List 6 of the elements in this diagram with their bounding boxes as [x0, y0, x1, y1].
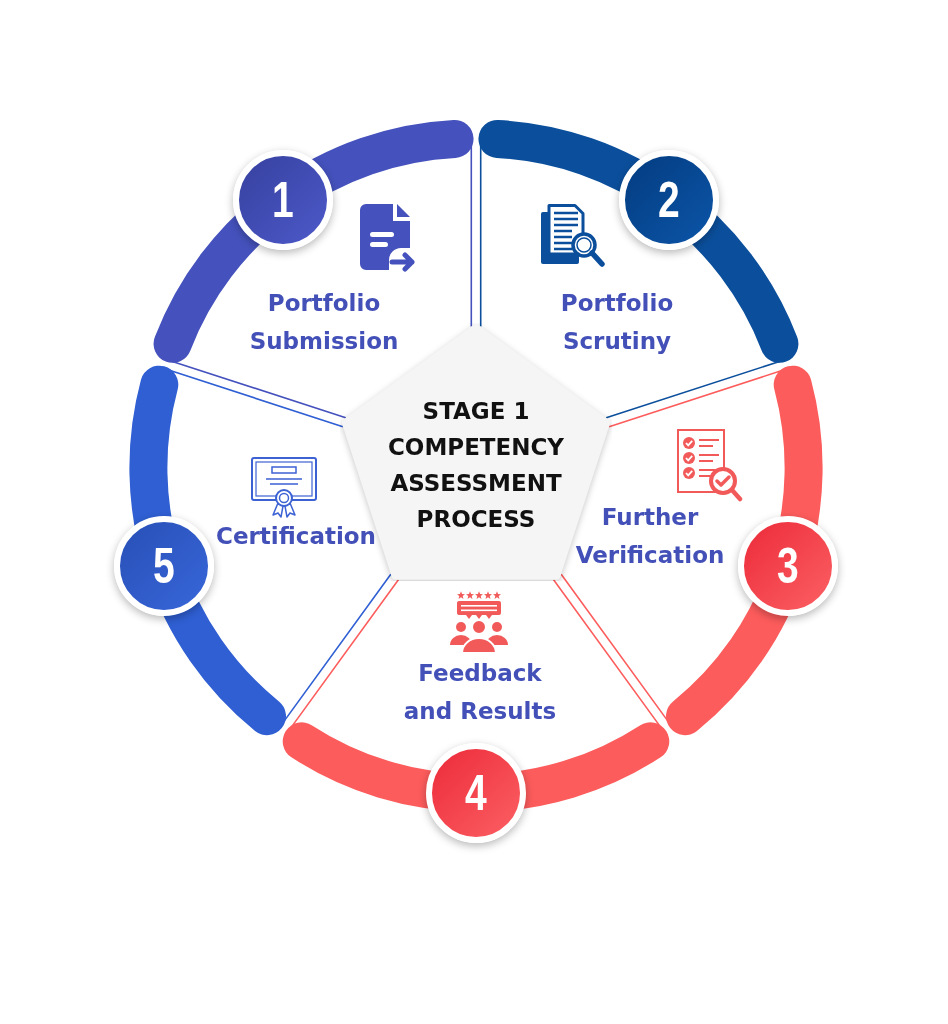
step-label: Portfolio Submission — [248, 289, 400, 356]
step-label: Feedback and Results — [402, 659, 558, 726]
step-label: Certification — [215, 522, 377, 551]
step-label: Portfolio Scrutiny — [559, 289, 675, 356]
step-label: Further Verification — [574, 503, 726, 570]
center-title: STAGE 1 COMPETENCY ASSESSMENT PROCESS — [386, 397, 566, 534]
